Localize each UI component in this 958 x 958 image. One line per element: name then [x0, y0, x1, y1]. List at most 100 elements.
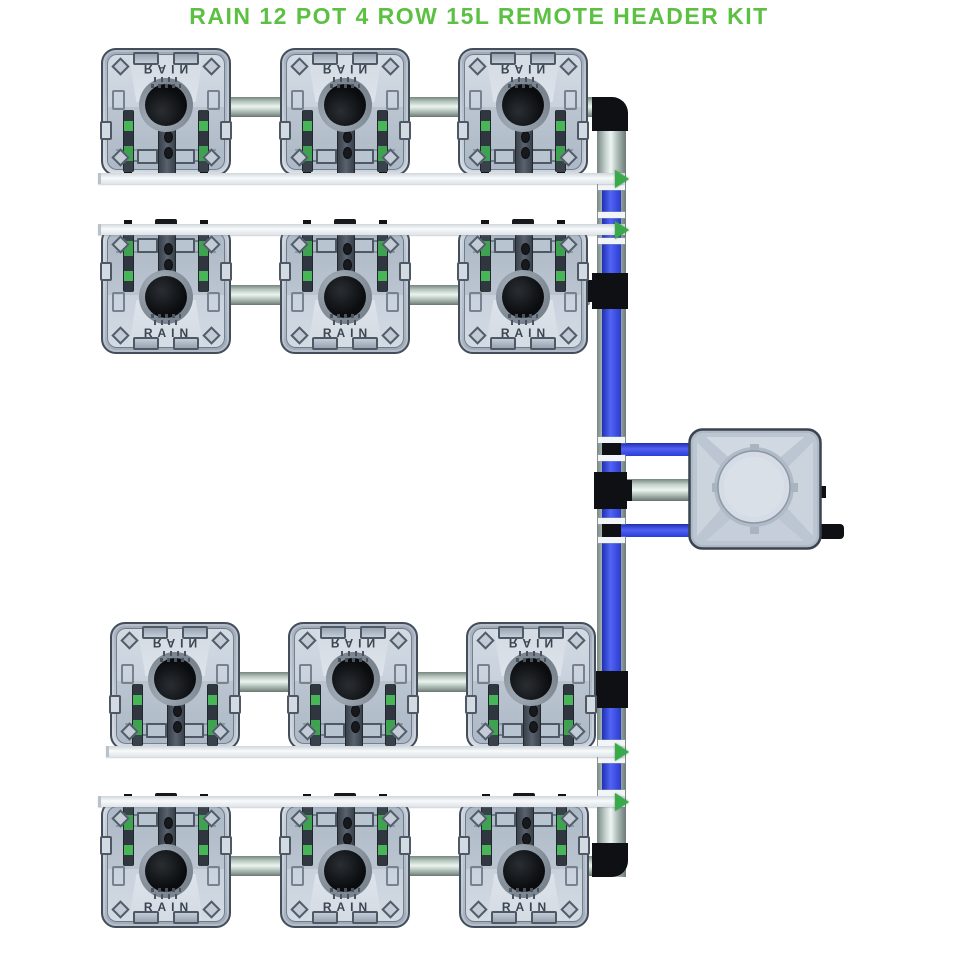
- tee-fitting-row3: [592, 671, 628, 708]
- pot-lid: RAIN: [100, 48, 232, 183]
- pot-tab: [133, 52, 159, 65]
- pot-slot: [470, 866, 483, 886]
- pot-tab: [491, 911, 517, 924]
- pot-hole: [332, 658, 374, 700]
- pot-rail-clip: [146, 723, 167, 738]
- pot-clip: [279, 121, 291, 140]
- drip-stake-left: [480, 110, 491, 172]
- column-hole: [520, 131, 530, 143]
- drip-stake-left: [132, 684, 143, 746]
- header-unit-graphic: [688, 428, 822, 550]
- pot-row2-col1: RAIN: [100, 219, 232, 354]
- rain-emblem-icon: [154, 320, 178, 325]
- pot-rail-clip: [495, 812, 516, 827]
- coupling-band: [598, 437, 625, 443]
- coupling-band: [598, 455, 625, 461]
- pot-clip: [458, 836, 470, 855]
- rain-emblem-icon: [154, 77, 178, 82]
- pot-rail-clip: [174, 238, 195, 253]
- pot-slot: [394, 664, 407, 684]
- pot-clip: [585, 695, 597, 714]
- return-pipe-row1: [98, 173, 625, 184]
- drip-stake-right: [198, 230, 209, 292]
- pot-slot: [299, 664, 312, 684]
- pot-rail-clip: [353, 149, 374, 164]
- pot-slot: [112, 90, 125, 110]
- pot-slot: [564, 90, 577, 110]
- coupling-band: [598, 740, 625, 746]
- pot-rail-clip: [174, 149, 195, 164]
- rain-emblem-icon: [511, 77, 535, 82]
- pot-row3-col2: RAIN: [287, 622, 419, 757]
- rain-emblem-icon: [516, 658, 546, 662]
- pot-lid: RAIN: [457, 219, 589, 354]
- pot-tab: [530, 337, 556, 350]
- pot-lid: RAIN: [100, 219, 232, 354]
- pot-clip: [457, 262, 469, 281]
- pot-clip: [578, 836, 590, 855]
- header-return-pipe-bottom: [614, 524, 692, 537]
- pot-rail-clip: [137, 812, 158, 827]
- rain-emblem-icon: [333, 320, 357, 325]
- coupling-band: [598, 537, 625, 543]
- pot-tab: [490, 337, 516, 350]
- pot-slot: [291, 90, 304, 110]
- column-hole: [342, 243, 352, 255]
- pot-rail-clip: [316, 238, 337, 253]
- pot-brand-label: RAIN: [500, 326, 551, 340]
- elbow-fitting-bottom: [592, 843, 628, 877]
- pot-rail-clip: [174, 812, 195, 827]
- pot-clip: [399, 836, 411, 855]
- pot-hole: [154, 658, 196, 700]
- pot-row4-col2: RAIN: [279, 793, 411, 928]
- rain-emblem-icon: [330, 888, 360, 892]
- pot-slot: [469, 292, 482, 312]
- pot-clip: [229, 695, 241, 714]
- pot-slot: [469, 90, 482, 110]
- pot-tab: [490, 52, 516, 65]
- pot-brand-label: RAIN: [322, 900, 373, 914]
- pot-rail-clip: [316, 812, 337, 827]
- drip-stake-left: [488, 684, 499, 746]
- pot-rail-clip: [183, 723, 204, 738]
- column-hole: [350, 721, 360, 733]
- column-hole: [528, 705, 538, 717]
- main-line-blue: [602, 543, 621, 671]
- drip-stake-left: [123, 230, 134, 292]
- coupling-band: [598, 790, 625, 796]
- rain-emblem-icon: [333, 894, 357, 899]
- pot-brand-label: RAIN: [143, 326, 194, 340]
- pot-tab: [352, 911, 378, 924]
- pot-slot: [386, 866, 399, 886]
- pot-hole: [324, 276, 366, 318]
- pot-hole: [145, 276, 187, 318]
- coupling-band: [598, 238, 625, 244]
- pot-clip: [100, 262, 112, 281]
- cross-fitting-stub: [612, 480, 632, 501]
- pot-clip: [100, 836, 112, 855]
- drain-column: [158, 802, 176, 852]
- pot-rail-clip: [324, 723, 345, 738]
- column-hole: [520, 147, 530, 159]
- elbow-fitting-top: [592, 97, 628, 131]
- drip-stake-left: [310, 684, 321, 746]
- pot-slot: [291, 866, 304, 886]
- pot-row1-col2: RAIN: [279, 48, 411, 183]
- pot-rail-clip: [531, 149, 552, 164]
- pot-slot: [216, 664, 229, 684]
- pot-tab: [312, 52, 338, 65]
- rain-emblem-icon: [330, 84, 360, 88]
- pot-lid: RAIN: [457, 48, 589, 183]
- pot-clip: [577, 121, 589, 140]
- pot-hole: [145, 84, 187, 126]
- column-hole: [342, 131, 352, 143]
- flow-arrow-icon: [615, 793, 629, 811]
- rain-emblem-icon: [519, 651, 543, 656]
- rain-emblem-icon: [151, 84, 181, 88]
- rain-emblem-icon: [330, 314, 360, 318]
- pot-lid: RAIN: [287, 622, 419, 757]
- pot-clip: [220, 121, 232, 140]
- column-hole: [163, 131, 173, 143]
- column-hole: [520, 243, 530, 255]
- pot-rail-clip: [494, 238, 515, 253]
